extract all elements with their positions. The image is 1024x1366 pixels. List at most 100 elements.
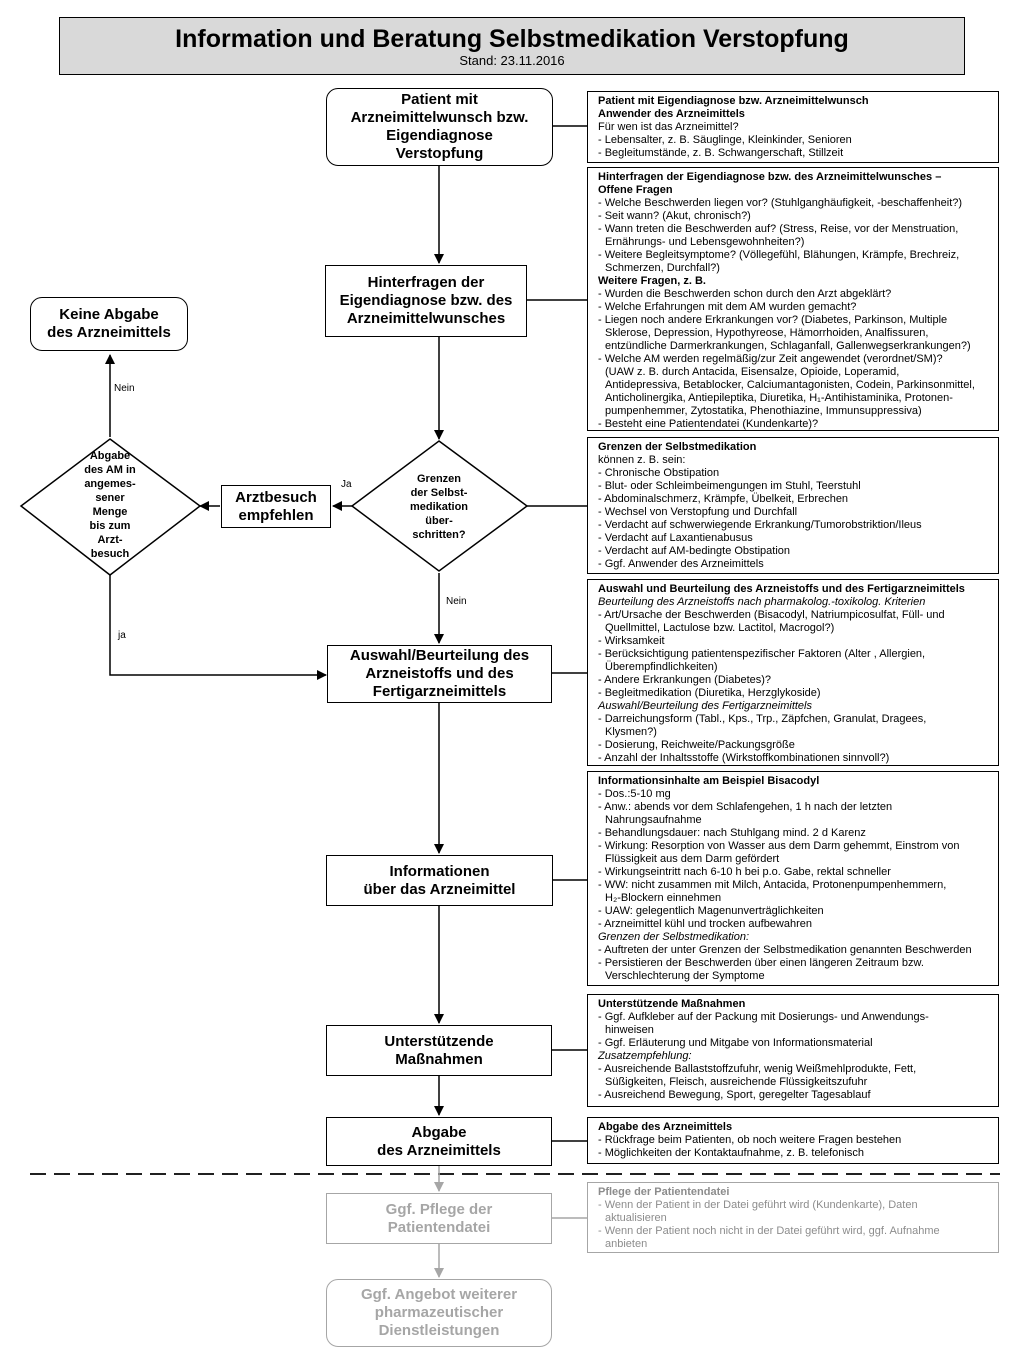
info-line: - Welche Erfahrungen mit dem AM wurden g… [598, 301, 857, 313]
info-line: (UAW z. B. durch Antacida, Eisensalze, O… [605, 366, 900, 378]
info-line: - Dos.:5-10 mg [598, 788, 671, 800]
info-line: - Liegen noch andere Erkrankungen vor? (… [598, 314, 948, 326]
info-line: - Möglichkeiten der Kontaktaufnahme, z. … [598, 1147, 864, 1159]
page-title: Information und Beratung Selbstmedikatio… [175, 25, 849, 53]
info-box-auswahl: Auswahl und Beurteilung des Arzneistoffs… [587, 579, 999, 766]
info-line: Abgabe des Arzneimittels [598, 1121, 733, 1133]
info-line: Informationsinhalte am Beispiel Bisacody… [598, 775, 820, 787]
title-banner: Information und Beratung Selbstmedikatio… [59, 17, 965, 75]
info-line: entzündliche Darmerkrankungen, Schlaganf… [605, 340, 971, 352]
info-line: - Ggf. Erläuterung und Mitgabe von Infor… [598, 1037, 873, 1049]
info-line: - WW: nicht zusammen mit Milch, Antacida… [598, 879, 947, 891]
info-line: Sklerose, Depression, Hypothyreose, Hämo… [605, 327, 929, 339]
info-line: - Verdacht auf schwerwiegende Erkrankung… [598, 519, 922, 531]
info-line: Klysmen?) [605, 726, 657, 738]
info-line: - Darreichungsform (Tabl., Kps., Trp., Z… [598, 713, 927, 725]
info-line: - Andere Erkrankungen (Diabetes)? [598, 674, 772, 686]
info-line: - Verdacht auf AM-bedingte Obstipation [598, 545, 791, 557]
info-line: Unterstützende Maßnahmen [598, 998, 746, 1010]
info-line: hinweisen [605, 1024, 654, 1036]
info-line: aktualisieren [605, 1212, 667, 1224]
info-line: Antidepressiva, Betablocker, Calciumanta… [605, 379, 975, 391]
info-line: Auswahl/Beurteilung des Fertigarzneimitt… [598, 700, 812, 712]
info-line: pumpenhemmer, Zytostatika, Phenothiazine… [605, 405, 922, 417]
info-line: Weitere Fragen, z. B. [598, 275, 706, 287]
info-line: - Wenn der Patient in der Datei geführt … [598, 1199, 918, 1211]
info-line: - Rückfrage beim Patienten, ob noch weit… [598, 1134, 902, 1146]
info-line: - Wenn der Patient noch nicht in der Dat… [598, 1225, 940, 1237]
info-line: können z. B. sein: [598, 454, 686, 466]
info-box-hinterfragen: Hinterfragen der Eigendiagnose bzw. des … [587, 167, 999, 431]
info-line: Quellmittel, Lactulose bzw. Lactitol, Ma… [605, 622, 835, 634]
info-line: Süßigkeiten, Fleisch, ausreichende Flüss… [605, 1076, 868, 1088]
info-box-abgabe: Abgabe des Arzneimittels- Rückfrage beim… [587, 1117, 999, 1164]
info-line: - Abdominalschmerz, Krämpfe, Übelkeit, E… [598, 493, 849, 505]
info-box-informationen: Informationsinhalte am Beispiel Bisacody… [587, 771, 999, 986]
page-subtitle: Stand: 23.11.2016 [459, 53, 565, 68]
info-line: Schmerzen, Durchfall?) [605, 262, 720, 274]
info-line: - Ausreichende Ballaststoffzufuhr, wenig… [598, 1063, 917, 1075]
label-ja-left: ja [118, 630, 126, 641]
info-line: - Anzahl der Inhaltsstoffe (Wirkstoffkom… [598, 752, 890, 764]
info-line: - Wurden die Beschwerden schon durch den… [598, 288, 892, 300]
info-line: - UAW: gelegentlich Magenunverträglichke… [598, 905, 824, 917]
info-line: - Wirksamkeit [598, 635, 665, 647]
info-line: - Wirkung: Resorption von Wasser aus dem… [598, 840, 960, 852]
label-ja-right: Ja [341, 479, 352, 490]
label-nein-top: Nein [114, 383, 135, 394]
info-line: - Ggf. Anwender des Arzneimittels [598, 558, 764, 570]
info-line: - Wechsel von Verstopfung und Durchfall [598, 506, 798, 518]
info-line: - Art/Ursache der Beschwerden (Bisacodyl… [598, 609, 945, 621]
info-line: Verschlechterung der Symptome [605, 970, 765, 982]
info-line: Patient mit Eigendiagnose bzw. Arzneimit… [598, 95, 869, 107]
info-box-patient: Patient mit Eigendiagnose bzw. Arzneimit… [587, 91, 999, 163]
info-line: Anticholinergika, Antiepileptika, Diuret… [605, 392, 953, 404]
info-line: - Anw.: abends vor dem Schlafengehen, 1 … [598, 801, 893, 813]
info-line: Auswahl und Beurteilung des Arzneistoffs… [598, 583, 965, 595]
info-line: - Besteht eine Patientendatei (Kundenkar… [598, 418, 819, 430]
info-line: - Persistieren der Beschwerden über eine… [598, 957, 924, 969]
info-line: - Ggf. Aufkleber auf der Packung mit Dos… [598, 1011, 929, 1023]
info-line: Nahrungsaufnahme [605, 814, 702, 826]
info-line: - Chronische Obstipation [598, 467, 720, 479]
info-line: Grenzen der Selbstmedikation [598, 441, 757, 453]
info-line: Für wen ist das Arzneimittel? [598, 121, 739, 133]
info-line: anbieten [605, 1238, 648, 1250]
info-box-unterstuetzende: Unterstützende Maßnahmen- Ggf. Aufkleber… [587, 994, 999, 1107]
info-line: - Arzneimittel kühl und trocken aufbewah… [598, 918, 813, 930]
info-line: - Welche Beschwerden liegen vor? (Stuhlg… [598, 197, 963, 209]
info-line: - Weitere Begleitsymptome? (Völlegefühl,… [598, 249, 960, 261]
info-line: Ernährungs- und Lebensgewohnheiten?) [605, 236, 805, 248]
info-line: - Auftreten der unter Grenzen der Selbst… [598, 944, 972, 956]
info-line: - Seit wann? (Akut, chronisch?) [598, 210, 751, 222]
info-line: Zusatzempfehlung: [598, 1050, 692, 1062]
info-line: - Lebensalter, z. B. Säuglinge, Kleinkin… [598, 134, 852, 146]
info-line: Pflege der Patientendatei [598, 1186, 730, 1198]
diamond-grenzen-shape [350, 440, 529, 572]
info-line: Grenzen der Selbstmedikation: [598, 931, 750, 943]
info-line: Offene Fragen [598, 184, 673, 196]
diamond-abgabe-am-shape [19, 438, 202, 576]
info-line: Anwender des Arzneimittels [598, 108, 745, 120]
info-line: - Berücksichtigung patientenspezifischer… [598, 648, 926, 660]
info-line: H₂-Blockern einnehmen [605, 892, 722, 904]
info-box-pflege: Pflege der Patientendatei- Wenn der Pati… [587, 1182, 999, 1253]
info-line: - Begleitumstände, z. B. Schwangerschaft… [598, 147, 844, 159]
label-nein-bottom: Nein [446, 596, 467, 607]
info-line: - Blut- oder Schleimbeimengungen im Stuh… [598, 480, 861, 492]
info-line: Überempfindlichkeiten) [605, 661, 718, 673]
info-line: - Wirkungseintritt nach 6-10 h bei p.o. … [598, 866, 891, 878]
